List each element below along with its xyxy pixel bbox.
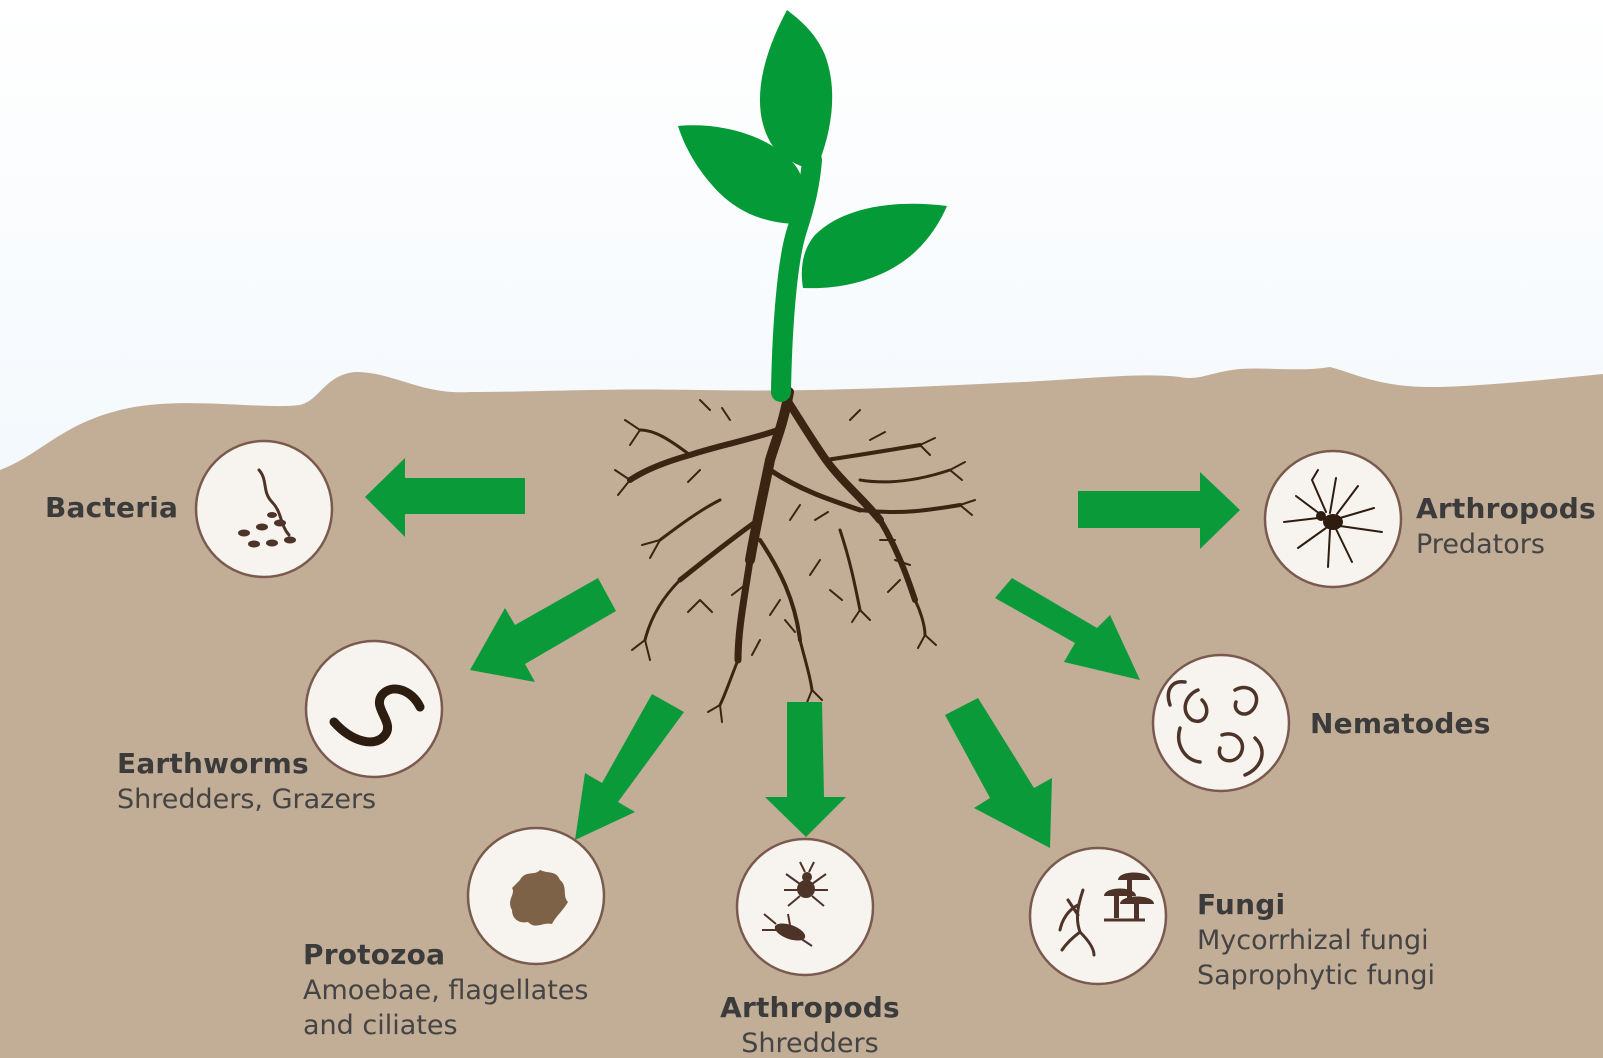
node-earthworms: Earthworms Shredders, Grazers bbox=[117, 746, 376, 817]
fungi-circle bbox=[1030, 848, 1166, 984]
node-nematodes: Nematodes bbox=[1310, 706, 1491, 742]
node-protozoa: Protozoa Amoebae, flagellates and ciliat… bbox=[303, 937, 588, 1043]
node-title: Fungi bbox=[1197, 887, 1435, 923]
node-subtitle: and ciliates bbox=[303, 1008, 588, 1043]
node-subtitle: Predators bbox=[1416, 527, 1596, 562]
node-arthropods-predators: Arthropods Predators bbox=[1416, 491, 1596, 562]
node-title: Bacteria bbox=[45, 490, 178, 526]
node-title: Arthropods bbox=[700, 990, 920, 1026]
node-arthropods-shredders: Arthropods Shredders bbox=[700, 990, 920, 1058]
nematodes-circle bbox=[1153, 655, 1289, 791]
node-fungi: Fungi Mycorrhizal fungi Saprophytic fung… bbox=[1197, 887, 1435, 993]
node-bacteria: Bacteria bbox=[45, 490, 178, 526]
node-subtitle: Saprophytic fungi bbox=[1197, 958, 1435, 993]
node-title: Nematodes bbox=[1310, 706, 1491, 742]
node-subtitle: Shredders bbox=[700, 1026, 920, 1058]
node-subtitle: Amoebae, flagellates bbox=[303, 973, 588, 1008]
arthropods-shredders-circle bbox=[737, 839, 873, 975]
node-title: Earthworms bbox=[117, 746, 376, 782]
bacteria-circle bbox=[196, 441, 332, 577]
node-title: Protozoa bbox=[303, 937, 588, 973]
node-title: Arthropods bbox=[1416, 491, 1596, 527]
node-subtitle: Mycorrhizal fungi bbox=[1197, 923, 1435, 958]
node-subtitle: Shredders, Grazers bbox=[117, 782, 376, 817]
